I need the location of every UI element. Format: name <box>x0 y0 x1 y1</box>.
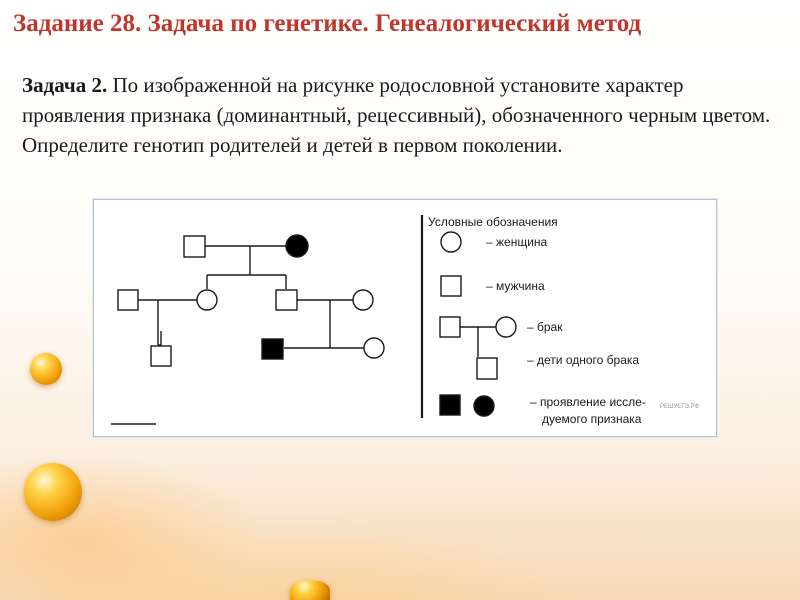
pedigree-diagram: Условные обозначения – женщина – мужчина… <box>111 215 699 426</box>
legend-marriage-female <box>495 316 517 338</box>
task-label: Задача 2. <box>22 73 108 97</box>
legend-children-label: – дети одного брака <box>527 353 639 367</box>
legend-child-symbol <box>476 357 498 380</box>
task-body: По изображенной на рисунке родословной у… <box>22 73 771 157</box>
watermark: РЕШУЕГЭ.РФ <box>660 404 699 410</box>
pedigree-female-gen3-right <box>363 337 385 359</box>
decorative-droplet-bottom <box>290 580 330 600</box>
pedigree-female-gen1-affected <box>285 234 309 258</box>
legend-man-label: – мужчина <box>486 279 545 293</box>
legend-marriage-label: – брак <box>527 320 563 334</box>
legend-woman-symbol <box>440 231 462 253</box>
legend-trait-label-1: – проявление иссле- <box>530 395 646 409</box>
pedigree-male-gen2-right <box>275 289 298 311</box>
legend-woman-label: – женщина <box>486 235 548 249</box>
pedigree-male-gen2-left <box>117 289 139 311</box>
pedigree-female-gen2-left <box>196 289 218 311</box>
pedigree-figure: Условные обозначения – женщина – мужчина… <box>93 199 717 437</box>
decorative-droplet-large <box>24 463 82 521</box>
legend-affected-male <box>439 394 461 416</box>
pedigree-male-gen3-affected <box>261 338 284 360</box>
pedigree-female-gen2-right <box>352 289 374 311</box>
legend-affected-female <box>473 395 495 417</box>
legend-trait-label-2: дуемого признака <box>542 412 642 426</box>
task-text: Задача 2. По изображенной на рисунке род… <box>22 70 772 160</box>
slide-title: Задание 28. Задача по генетике. Генеалог… <box>13 10 642 37</box>
pedigree-male-gen1 <box>183 235 206 258</box>
pedigree-male-gen3-left <box>150 345 172 367</box>
legend-marriage-male <box>439 316 461 338</box>
decorative-droplet-small <box>30 353 62 385</box>
legend-man-symbol <box>440 275 462 297</box>
legend-heading: Условные обозначения <box>428 215 558 229</box>
